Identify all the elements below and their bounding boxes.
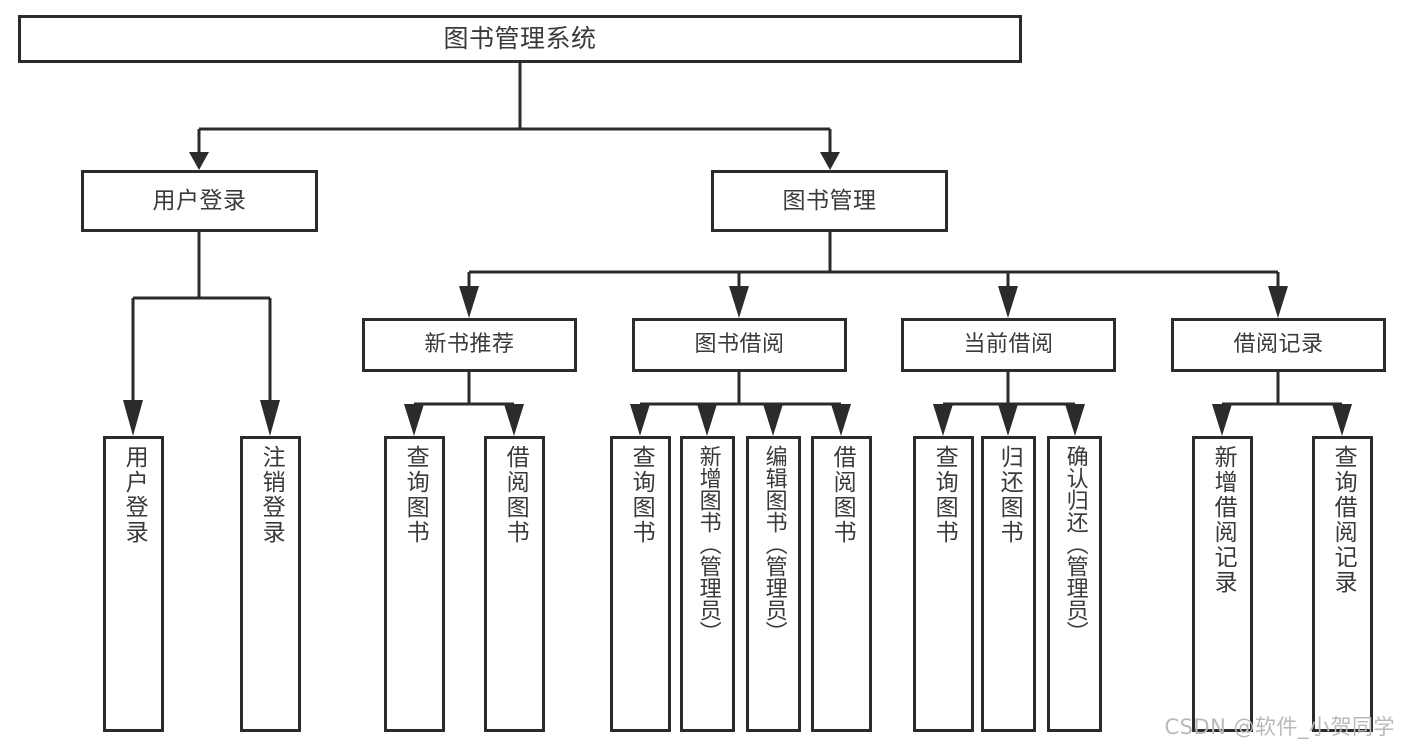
leaf-label: 借阅图书 (502, 445, 529, 545)
leaf-edit-book-admin[interactable]: 编辑图书（管理员） (746, 436, 801, 732)
arrowhead-leaf-borrow-book-1 (504, 404, 524, 436)
arrowhead-leaf-logout (260, 400, 280, 436)
leaf-logout[interactable]: 注销登录 (240, 436, 301, 732)
node-current-borrow[interactable]: 当前借阅 (901, 318, 1116, 372)
node-book-management[interactable]: 图书管理 (711, 170, 948, 232)
arrowhead-current-borrow (998, 286, 1018, 318)
node-label: 当前借阅 (963, 332, 1054, 358)
leaf-label: 新增图书（管理员） (695, 445, 721, 643)
arrowhead-new-book-recommend (459, 286, 479, 318)
leaf-label: 查询借阅记录 (1330, 445, 1357, 595)
leaf-borrow-book-recommend[interactable]: 借阅图书 (484, 436, 545, 732)
node-label: 图书借阅 (694, 332, 785, 358)
arrowhead-leaf-query-book-1 (404, 404, 424, 436)
node-borrow-record[interactable]: 借阅记录 (1171, 318, 1386, 372)
leaf-label: 注销登录 (258, 445, 285, 545)
arrowhead-leaf-add-record (1212, 404, 1232, 436)
leaf-label: 归还图书 (996, 445, 1023, 545)
node-label: 图书管理 (782, 187, 877, 214)
node-label: 借阅记录 (1233, 332, 1324, 358)
leaf-confirm-return-admin[interactable]: 确认归还（管理员） (1047, 436, 1102, 732)
leaf-label: 用户登录 (121, 445, 148, 545)
arrowhead-user-login (189, 152, 209, 170)
leaf-query-book-borrow[interactable]: 查询图书 (610, 436, 671, 732)
arrowhead-leaf-confirm-return (1065, 404, 1085, 436)
arrowhead-leaf-edit-book (763, 404, 783, 436)
arrowhead-leaf-borrow-book-2 (831, 404, 851, 436)
arrowhead-leaf-query-book-2 (630, 404, 650, 436)
node-book-borrow[interactable]: 图书借阅 (632, 318, 847, 372)
node-label: 用户登录 (152, 187, 247, 214)
arrowhead-borrow-record (1268, 286, 1288, 318)
arrowhead-book-manage (820, 152, 840, 170)
watermark-text: CSDN @软件_小贺同学 (1164, 715, 1395, 739)
node-root-system[interactable]: 图书管理系统 (18, 15, 1022, 63)
leaf-add-borrow-record[interactable]: 新增借阅记录 (1192, 436, 1253, 732)
node-label: 图书管理系统 (443, 23, 597, 53)
leaf-return-book[interactable]: 归还图书 (981, 436, 1036, 732)
leaf-query-book-current[interactable]: 查询图书 (913, 436, 974, 732)
arrowhead-leaf-add-book (697, 404, 717, 436)
leaf-borrow-book[interactable]: 借阅图书 (811, 436, 872, 732)
arrowhead-leaf-user-login (123, 400, 143, 436)
node-user-login[interactable]: 用户登录 (81, 170, 318, 232)
leaf-user-login[interactable]: 用户登录 (103, 436, 164, 732)
leaf-label: 新增借阅记录 (1210, 445, 1237, 595)
arrowhead-leaf-query-record (1332, 404, 1352, 436)
leaf-label: 编辑图书（管理员） (761, 445, 787, 643)
leaf-query-book-recommend[interactable]: 查询图书 (384, 436, 445, 732)
node-label: 新书推荐 (424, 332, 515, 358)
leaf-label: 确认归还（管理员） (1062, 445, 1088, 643)
leaf-add-book-admin[interactable]: 新增图书（管理员） (680, 436, 735, 732)
arrowhead-leaf-return-book (998, 404, 1018, 436)
arrowhead-leaf-query-book-3 (933, 404, 953, 436)
leaf-label: 查询图书 (628, 445, 655, 545)
leaf-label: 借阅图书 (829, 445, 856, 545)
arrowhead-book-borrow (729, 286, 749, 318)
leaf-query-borrow-record[interactable]: 查询借阅记录 (1312, 436, 1373, 732)
leaf-label: 查询图书 (931, 445, 958, 545)
node-new-book-recommend[interactable]: 新书推荐 (362, 318, 577, 372)
leaf-label: 查询图书 (402, 445, 429, 545)
